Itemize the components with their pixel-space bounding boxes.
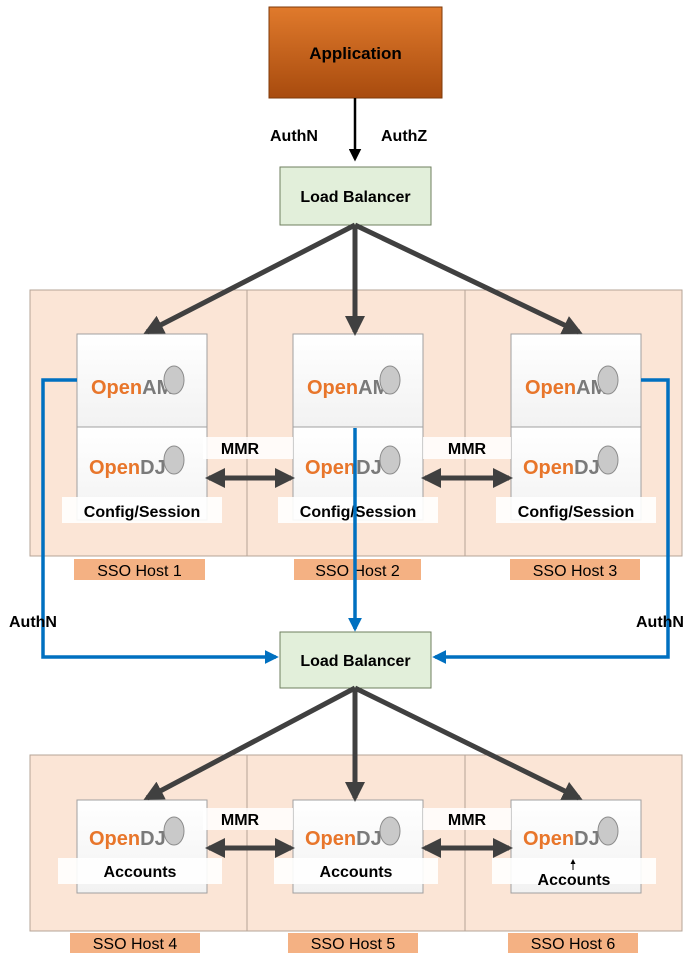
opendj-logo-mark-4: [163, 816, 185, 846]
opendj-logo-1: OpenDJ: [89, 457, 166, 479]
sso-host-5-stack: OpenDJ Accounts: [274, 799, 438, 894]
mmr-bg-3: [203, 808, 293, 830]
mmr-label-4: MMR: [448, 812, 487, 829]
authn-path-left: [41, 378, 279, 664]
accounts-label-bg-5: [274, 858, 438, 884]
sso-host-5-tag: [288, 933, 418, 953]
opendj-logo-mark-5: [379, 816, 401, 846]
load-balancer-bottom: Load Balancer: [279, 631, 432, 689]
sso-host-6-label: SSO Host 6: [531, 936, 616, 953]
sso-host-4-label: SSO Host 4: [93, 936, 178, 953]
sso-host-2-tag: [294, 559, 421, 580]
opendj-logo-6: OpenDJ: [523, 828, 600, 850]
config-session-label-2: Config/Session: [300, 504, 416, 521]
openam-logo-2: OpenAM: [307, 377, 389, 399]
store-label-bg-3: [496, 497, 656, 523]
authz-top-label: AuthZ: [381, 128, 427, 145]
balancer-to-host1-arrow: [143, 222, 357, 335]
accounts-label-bg-4: [58, 858, 222, 884]
opendj-logo-mark-3: [597, 445, 619, 475]
sso-host-1-label: SSO Host 1: [97, 563, 182, 580]
config-session-label-1: Config/Session: [84, 504, 200, 521]
mmr-bg-4: [423, 808, 511, 830]
accounts-label-6: Accounts: [538, 872, 611, 889]
sso-host-1-tag: [74, 559, 205, 580]
mmr-bg-2: [423, 437, 511, 459]
balancer-to-host4-arrow: [143, 685, 357, 801]
sso-host-5-label: SSO Host 5: [311, 936, 396, 953]
accounts-label-5: Accounts: [320, 864, 393, 881]
sso-host-2-label: SSO Host 2: [315, 563, 400, 580]
mmr-label-3: MMR: [221, 812, 260, 829]
application-label: Application: [309, 44, 402, 63]
openam-logo-mark-3: [597, 365, 619, 395]
sso-host-3-stack: OpenAM OpenDJ Config/Session: [496, 333, 656, 523]
store-label-bg-1: [62, 497, 222, 523]
openam-box-2: [292, 333, 424, 428]
opendj-logo-mark-6: [597, 816, 619, 846]
load-balancer-bottom-label: Load Balancer: [300, 653, 410, 670]
mmr-label-2: MMR: [448, 441, 487, 458]
sso-host-6-stack: OpenDJ Accounts: [492, 799, 656, 894]
sso-tier: OpenAM OpenDJ Config/Session OpenAM Open…: [29, 289, 683, 580]
application-node: Application: [268, 6, 443, 99]
accounts-label-4: Accounts: [104, 864, 177, 881]
load-balancer-top: Load Balancer: [279, 166, 432, 226]
authn-left-label: AuthN: [9, 614, 57, 631]
openam-logo-3: OpenAM: [525, 377, 607, 399]
openam-logo-1: OpenAM: [91, 377, 173, 399]
openam-logo-mark-1: [163, 365, 185, 395]
authn-right-label: AuthN: [636, 614, 684, 631]
opendj-logo-4: OpenDJ: [89, 828, 166, 850]
store-label-bg-2: [278, 497, 438, 523]
sso-host-6-tag: [508, 933, 638, 953]
sso-host-3-tag: [510, 559, 640, 580]
mmr-label-1: MMR: [221, 441, 260, 458]
balancer-to-host6-arrow: [353, 685, 583, 801]
sso-host-1-stack: OpenAM OpenDJ Config/Session: [62, 333, 222, 523]
opendj-logo-mark-2: [379, 445, 401, 475]
load-balancer-top-label: Load Balancer: [300, 189, 410, 206]
balancer-to-host3-arrow: [353, 222, 583, 335]
openam-logo-mark-2: [379, 365, 401, 395]
opendj-logo-5: OpenDJ: [305, 828, 382, 850]
config-session-label-3: Config/Session: [518, 504, 634, 521]
sso-host-3-label: SSO Host 3: [533, 563, 618, 580]
sso-host-4-stack: OpenDJ Accounts: [58, 799, 222, 894]
sso-host-2-stack: OpenAM OpenDJ Config/Session: [278, 333, 438, 523]
opendj-logo-2: OpenDJ: [305, 457, 382, 479]
openam-box-3: [510, 333, 642, 428]
authn-path-right: [432, 378, 670, 664]
openam-box-1: [76, 333, 208, 428]
sso-host-4-tag: [70, 933, 200, 953]
authn-top-label: AuthN: [270, 128, 318, 145]
opendj-logo-mark-1: [163, 445, 185, 475]
opendj-logo-3: OpenDJ: [523, 457, 600, 479]
mmr-bg-1: [203, 437, 293, 459]
